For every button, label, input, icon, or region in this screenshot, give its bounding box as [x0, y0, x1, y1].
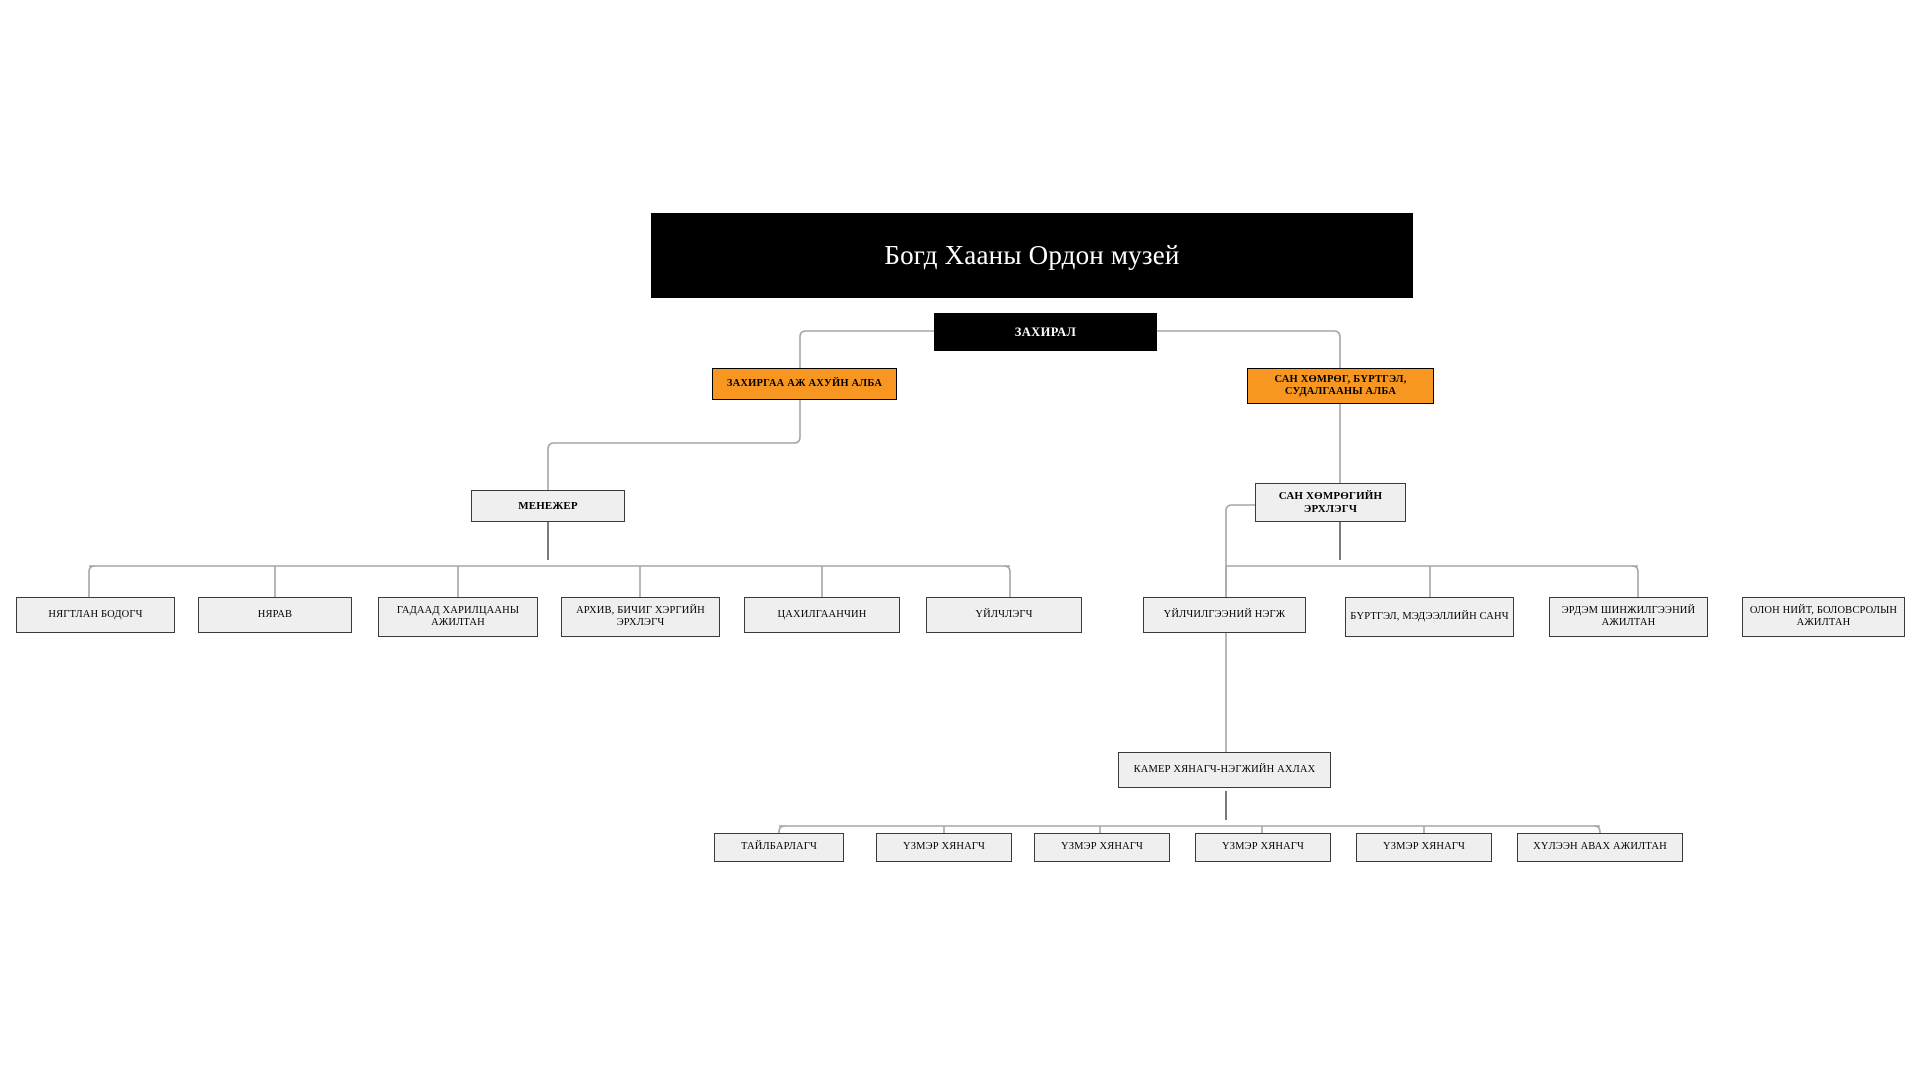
link-drop-education	[1631, 565, 1639, 597]
node-service-unit[interactable]: ҮЙЛЧИЛГЭЭНИЙ НЭГЖ	[1143, 597, 1306, 633]
node-public-education[interactable]: ОЛОН НИЙТ, БОЛОВСРОЛЫН АЖИЛТАН	[1742, 597, 1905, 637]
node-foreign-relations-label: ГАДААД ХАРИЛЦААНЫ АЖИЛТАН	[396, 604, 520, 628]
org-title-banner: Богд Хааны Ордон музей	[651, 213, 1413, 298]
node-exhibit-guard-3-label: ҮЗМЭР ХЯНАГЧ	[1221, 841, 1305, 853]
node-electrician-label: ЦАХИЛГААНЧИН	[777, 608, 867, 620]
link-drop-attendant	[1003, 565, 1011, 597]
node-accountant-label: НЯГТЛАН БОДОГЧ	[48, 608, 143, 620]
node-exhibit-guard-3[interactable]: ҮЗМЭР ХЯНАГЧ	[1195, 833, 1331, 862]
link-director-admin	[799, 330, 934, 368]
node-exhibit-guard-4-label: ҮЗМЭР ХЯНАГЧ	[1382, 841, 1466, 853]
node-department-collection[interactable]: САН ХӨМРӨГ, БҮРТГЭЛ, СУДАЛГААНЫ АЛБА	[1247, 368, 1434, 404]
node-collection-head-label: САН ХӨМРӨГИЙН ЭРХЛЭГЧ	[1278, 489, 1383, 515]
node-director-label: ЗАХИРАЛ	[1014, 324, 1077, 339]
node-archive[interactable]: АРХИВ, БИЧИГ ХЭРГИЙН ЭРХЛЭГЧ	[561, 597, 720, 637]
node-exhibit-guard-1[interactable]: ҮЗМЭР ХЯНАГЧ	[876, 833, 1012, 862]
link-admin-manager	[547, 399, 801, 490]
node-storekeeper-label: НЯРАВ	[257, 608, 293, 620]
node-department-admin-label: ЗАХИРГАА АЖ АХУЙН АЛБА	[726, 377, 883, 389]
node-department-admin[interactable]: ЗАХИРГАА АЖ АХУЙН АЛБА	[712, 368, 897, 400]
node-exhibit-guard-2[interactable]: ҮЗМЭР ХЯНАГЧ	[1034, 833, 1170, 862]
node-guide[interactable]: ТАЙЛБАРЛАГЧ	[714, 833, 844, 862]
link-collhead-service	[1225, 504, 1255, 597]
node-exhibit-guard-2-label: ҮЗМЭР ХЯНАГЧ	[1060, 841, 1144, 853]
node-research-label: ЭРДЭМ ШИНЖИЛГЭЭНИЙ АЖИЛТАН	[1561, 604, 1696, 628]
node-electrician[interactable]: ЦАХИЛГААНЧИН	[744, 597, 900, 633]
node-guide-label: ТАЙЛБАРЛАГЧ	[741, 841, 817, 853]
node-reception-label: ХҮЛЭЭН АВАХ АЖИЛТАН	[1533, 841, 1667, 853]
node-research[interactable]: ЭРДЭМ ШИНЖИЛГЭЭНИЙ АЖИЛТАН	[1549, 597, 1708, 637]
org-title-text: Богд Хааны Ордон музей	[884, 239, 1180, 270]
node-collection-head[interactable]: САН ХӨМРӨГИЙН ЭРХЛЭГЧ	[1255, 483, 1406, 522]
node-registry[interactable]: БҮРТГЭЛ, МЭДЭЭЛЛИЙН САНЧ	[1345, 597, 1514, 637]
node-attendant-label: ҮЙЛЧЛЭГЧ	[975, 608, 1033, 620]
link-drop-accountant	[88, 565, 96, 597]
node-registry-label: БҮРТГЭЛ, МЭДЭЭЛЛИЙН САНЧ	[1350, 610, 1509, 622]
node-manager[interactable]: МЕНЕЖЕР	[471, 490, 625, 522]
link-director-collection	[1157, 330, 1341, 368]
node-service-unit-label: ҮЙЛЧИЛГЭЭНИЙ НЭГЖ	[1163, 608, 1286, 620]
node-exhibit-guard-1-label: ҮЗМЭР ХЯНАГЧ	[902, 841, 986, 853]
node-camera-lead[interactable]: КАМЕР ХЯНАГЧ-НЭГЖИЙН АХЛАХ	[1118, 752, 1331, 788]
node-storekeeper[interactable]: НЯРАВ	[198, 597, 352, 633]
node-department-collection-label: САН ХӨМРӨГ, БҮРТГЭЛ, СУДАЛГААНЫ АЛБА	[1274, 373, 1407, 397]
node-exhibit-guard-4[interactable]: ҮЗМЭР ХЯНАГЧ	[1356, 833, 1492, 862]
node-reception[interactable]: ХҮЛЭЭН АВАХ АЖИЛТАН	[1517, 833, 1683, 862]
node-director[interactable]: ЗАХИРАЛ	[934, 313, 1157, 351]
node-accountant[interactable]: НЯГТЛАН БОДОГЧ	[16, 597, 175, 633]
node-archive-label: АРХИВ, БИЧИГ ХЭРГИЙН ЭРХЛЭГЧ	[576, 604, 705, 628]
node-camera-lead-label: КАМЕР ХЯНАГЧ-НЭГЖИЙН АХЛАХ	[1133, 763, 1316, 775]
node-attendant[interactable]: ҮЙЛЧЛЭГЧ	[926, 597, 1082, 633]
node-manager-label: МЕНЕЖЕР	[518, 499, 578, 512]
node-foreign-relations[interactable]: ГАДААД ХАРИЛЦААНЫ АЖИЛТАН	[378, 597, 538, 637]
link-service-camera	[1225, 629, 1233, 759]
node-public-education-label: ОЛОН НИЙТ, БОЛОВСРОЛЫН АЖИЛТАН	[1749, 604, 1898, 628]
